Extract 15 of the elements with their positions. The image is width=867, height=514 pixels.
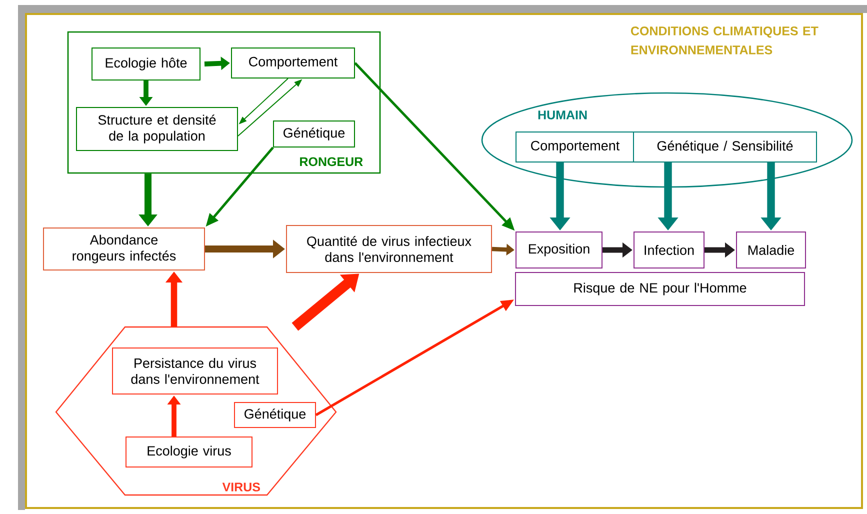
box: Infection <box>634 232 704 268</box>
box: Maladie <box>736 232 806 268</box>
box: Ecologie virus <box>126 436 252 468</box>
box: Risque de NE pour l'Homme <box>515 272 805 306</box>
box: Comportement <box>231 48 355 78</box>
box: Exposition <box>516 232 602 268</box>
box: Comportement <box>516 132 634 162</box>
box: Génétique <box>234 402 316 428</box>
box: Ecologie hôte <box>92 48 200 80</box>
box: Quantité de virus infectieux dans l'environnement <box>286 225 492 273</box>
box: Structure et densité de la population <box>76 107 238 151</box>
box: Génétique / Sensibilité <box>633 132 817 162</box>
box: Persistance du virus dans l'environnement <box>112 348 278 394</box>
box: Abondance rongeurs infectés <box>43 228 205 270</box>
box: Génétique <box>273 120 355 148</box>
